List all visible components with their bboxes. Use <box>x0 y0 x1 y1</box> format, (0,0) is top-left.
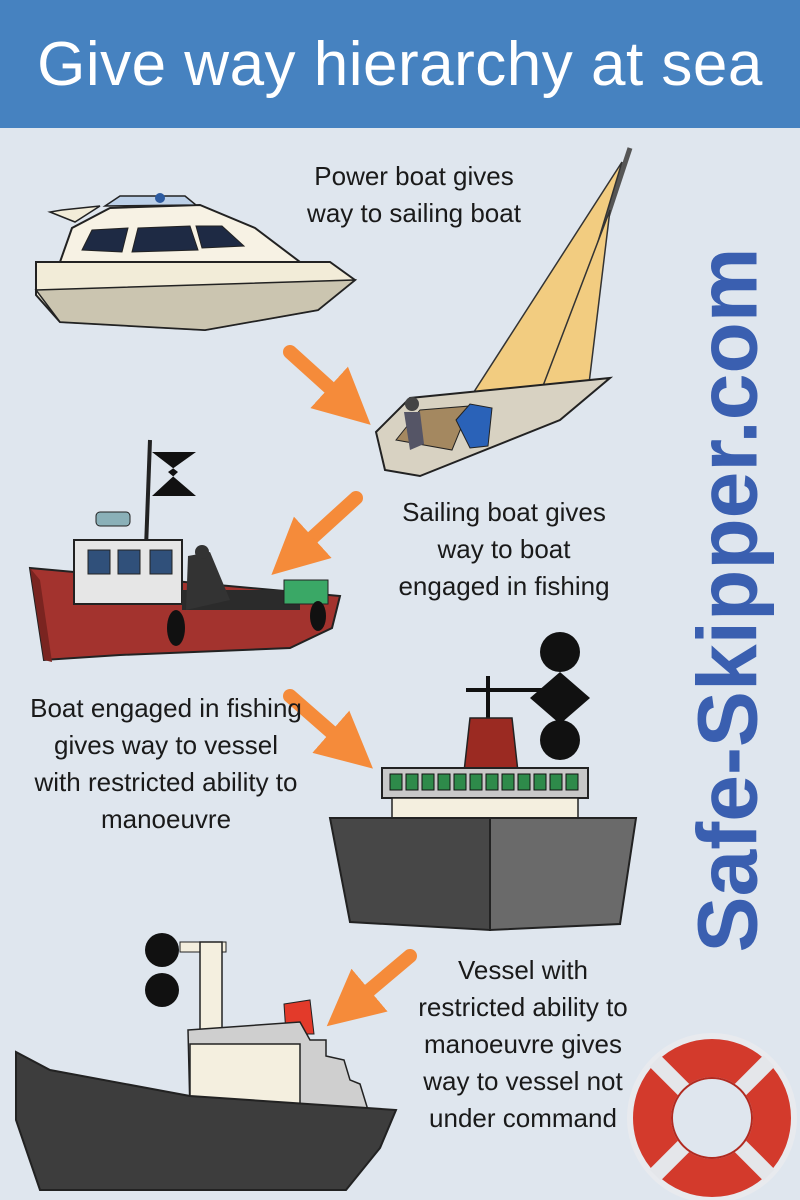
fishing-boat-illustration <box>28 439 342 662</box>
caption-sailing-gives-way: Sailing boat gives way to boat engaged i… <box>398 497 610 601</box>
caption-restricted-gives-way: Vessel with restricted ability to manoeu… <box>418 955 628 1133</box>
title-banner: Give way hierarchy at sea <box>0 0 800 128</box>
arrow-power-to-sail <box>283 345 371 425</box>
arrow-fishing-to-ram <box>283 689 373 769</box>
lifebuoy-icon <box>627 1033 797 1200</box>
caption-fishing-gives-way: Boat engaged in fishing gives way to ves… <box>30 693 302 834</box>
arrow-ram-to-nuc <box>326 949 417 1027</box>
power-boat-illustration <box>34 193 358 332</box>
brand-watermark: Safe-Skipper.com <box>680 247 775 953</box>
not-under-command-ship-illustration <box>15 933 398 1191</box>
arrows <box>271 345 417 1027</box>
page-title: Give way hierarchy at sea <box>37 29 763 99</box>
restricted-manoeuvre-ship-illustration <box>328 632 638 932</box>
caption-power-gives-way: Power boat gives way to sailing boat <box>307 161 521 228</box>
arrow-sail-to-fishing <box>271 491 363 575</box>
sailing-boat-illustration <box>374 147 633 478</box>
